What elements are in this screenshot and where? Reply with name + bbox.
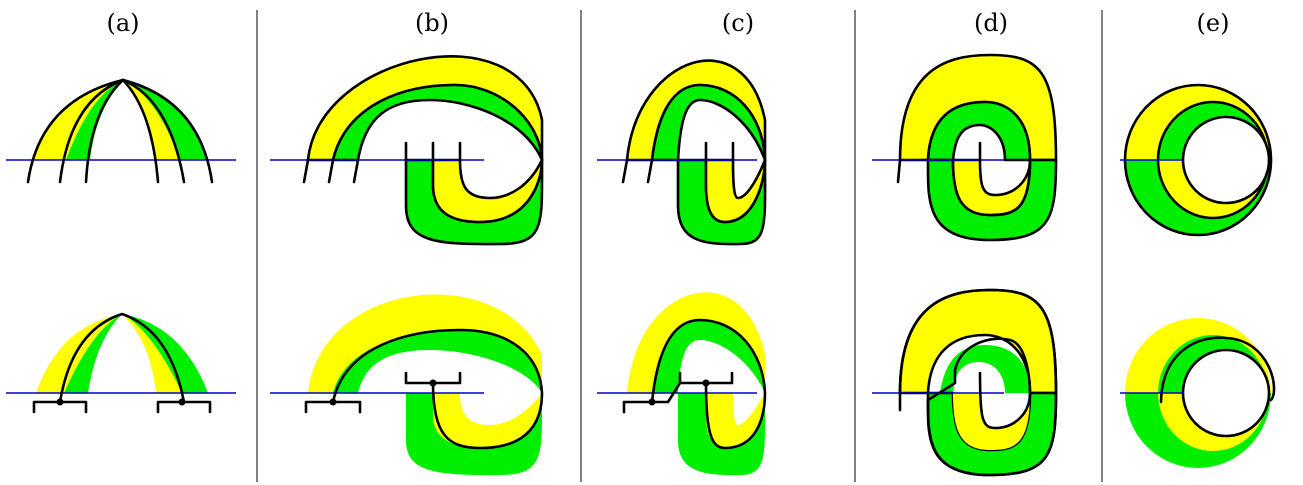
panel-label-b: (b) [415, 9, 449, 37]
band-green-lower [406, 393, 543, 476]
band-green-left [66, 80, 123, 160]
marker-dot-left [648, 398, 656, 406]
band-green-upper [333, 330, 542, 393]
panel-a-bottom [6, 312, 236, 414]
stub-2 [646, 158, 654, 184]
band-green-lower [678, 393, 766, 476]
panel-label-e: (e) [1197, 9, 1230, 37]
panel-e-bottom [1120, 318, 1276, 468]
band-green-upper [926, 100, 1032, 162]
band-green-upper [940, 345, 1030, 393]
marker-dot-right [178, 398, 186, 406]
arc-single [1159, 336, 1276, 404]
panel-d-bottom [872, 288, 1058, 477]
panel-a-top [6, 78, 236, 184]
band-yellow-lower [431, 158, 544, 224]
band-yellow-upper [308, 294, 542, 393]
band-yellow-upper [898, 288, 1058, 395]
inner-circle [1181, 348, 1271, 438]
curve-single [650, 318, 767, 450]
stub-1 [621, 158, 629, 184]
arc-single [58, 312, 186, 404]
band-green-upper [652, 320, 765, 393]
band-yellow-left [36, 314, 122, 393]
curve-single [331, 328, 544, 450]
curve-notch [898, 288, 1058, 477]
panel-c-top [597, 59, 767, 246]
band-green-right [122, 314, 208, 393]
arc-inner [84, 78, 160, 184]
marker-dot-left [56, 398, 64, 406]
panel-b-bottom [270, 294, 544, 476]
stub-1 [896, 158, 902, 184]
band-yellow-upper [627, 292, 765, 393]
panel-b-top [270, 55, 544, 246]
inner-circle [1181, 115, 1271, 205]
marker-dot-right [702, 379, 710, 387]
band-yellow-lower [433, 393, 542, 448]
band-green-left [64, 314, 122, 393]
panel-c-bottom [597, 292, 767, 476]
stub-3 [352, 158, 360, 184]
band-yellow-lower [951, 158, 1032, 217]
band-green-upper [650, 83, 767, 162]
marker-dot-left [329, 398, 337, 406]
band-yellow-right [123, 80, 180, 160]
stub-1 [302, 158, 310, 184]
stub-2 [327, 158, 335, 184]
panel-label-a: (a) [106, 9, 139, 37]
band-yellow-lower [704, 158, 767, 224]
panel-label-d: (d) [974, 9, 1008, 37]
panel-d-top [872, 53, 1058, 242]
band-yellow-lower [953, 393, 1030, 450]
panel-label-c: (c) [722, 9, 754, 37]
band-yellow-right [122, 314, 182, 393]
marker-dot-right [429, 379, 437, 387]
bracket-jog [622, 371, 734, 414]
panel-e-top [1120, 83, 1273, 237]
band-yellow-lower [706, 393, 765, 448]
